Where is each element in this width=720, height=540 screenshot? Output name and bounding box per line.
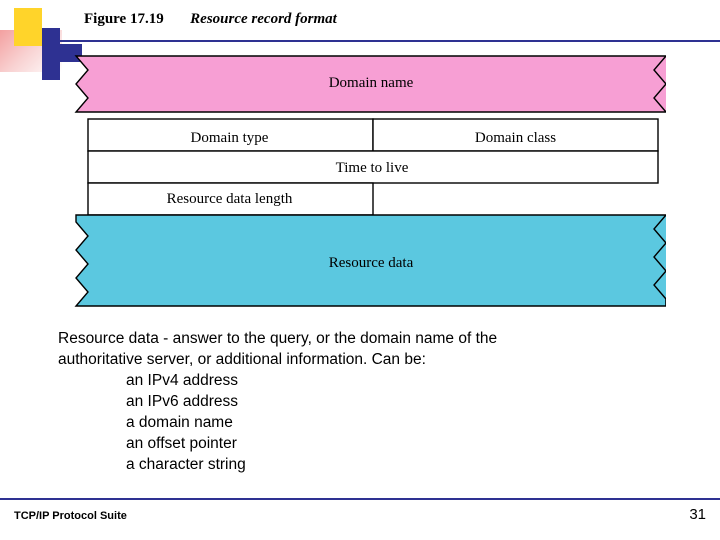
domain-name-label: Domain name — [328, 74, 414, 91]
footer-book-title: TCP/IP Protocol Suite — [14, 510, 127, 522]
figure-label: Figure 17.19 — [84, 11, 164, 27]
notes-line: authoritative server, or additional info… — [58, 351, 426, 368]
domain-name-right-notch — [653, 55, 666, 113]
resource-data-length-shape — [87, 182, 374, 216]
resource-record-svg — [74, 55, 666, 307]
time-to-live-shape — [87, 150, 659, 184]
figure-title: Resource record format — [190, 11, 337, 27]
notes-bullet: an offset pointer — [126, 435, 237, 452]
notes-line: Resource data - answer to the query, or … — [58, 330, 498, 347]
notes-block: Resource data - answer to the query, or … — [58, 328, 678, 475]
footer-page-number: 31 — [689, 506, 706, 523]
resource-data-right-notch — [653, 214, 666, 306]
title-divider — [60, 40, 720, 42]
notes-bullet: a domain name — [126, 414, 233, 431]
notes-bullet: a character string — [126, 456, 246, 473]
domain-class-shape — [372, 118, 659, 152]
decorative-navy-horizontal-bar — [42, 44, 82, 62]
domain-name-shape — [74, 55, 666, 113]
resource-record-diagram: Domain name Domain type Domain class Tim… — [66, 50, 666, 315]
resource-data-shape — [74, 214, 666, 307]
resource-data-label: Resource data — [328, 254, 414, 271]
notes-bullet: an IPv6 address — [126, 393, 239, 410]
time-to-live-label: Time to live — [335, 159, 409, 176]
domain-type-label: Domain type — [190, 129, 269, 146]
resource-data-length-label: Resource data length — [166, 190, 293, 207]
domain-type-shape — [87, 118, 374, 152]
figure-heading: Figure 17.19 Resource record format — [84, 10, 337, 28]
notes-bullet: an IPv4 address — [126, 372, 239, 389]
decorative-yellow-square — [14, 8, 42, 46]
domain-class-label: Domain class — [474, 129, 557, 146]
footer-divider — [0, 498, 720, 500]
